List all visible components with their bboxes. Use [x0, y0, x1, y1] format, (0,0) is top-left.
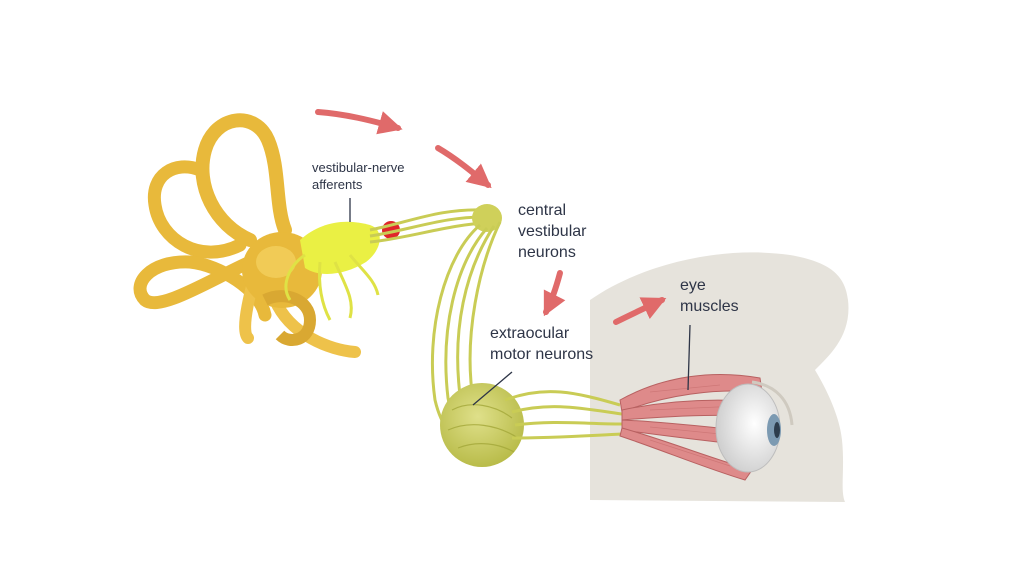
signal-flow-arrows [315, 109, 667, 325]
eye-muscles-label: eye muscles [680, 277, 739, 315]
inner-ear-labyrinth [133, 113, 361, 358]
flow-arrow-3 [543, 270, 566, 317]
vestibular-nerve-afferents-label: vestibular-nerve afferents [312, 160, 408, 192]
cochlea [262, 290, 317, 346]
afferent-fibers-branches [284, 253, 380, 321]
flow-arrow-2 [435, 145, 492, 189]
central-vestibular-neurons-label: central vestibular neurons [518, 202, 591, 261]
leader-lines [349, 198, 691, 406]
motor-nucleus-texture [447, 404, 519, 453]
pupil [774, 422, 780, 438]
vestibule-highlight [256, 246, 296, 278]
extraocular-motor-neurons-label: extraocular motor neurons [490, 325, 593, 363]
eyelid [751, 380, 794, 426]
motor-fibers [504, 390, 623, 440]
flow-arrow-4 [613, 297, 667, 325]
flow-arrow-1 [315, 109, 403, 135]
vestibular-ganglion [300, 221, 380, 274]
